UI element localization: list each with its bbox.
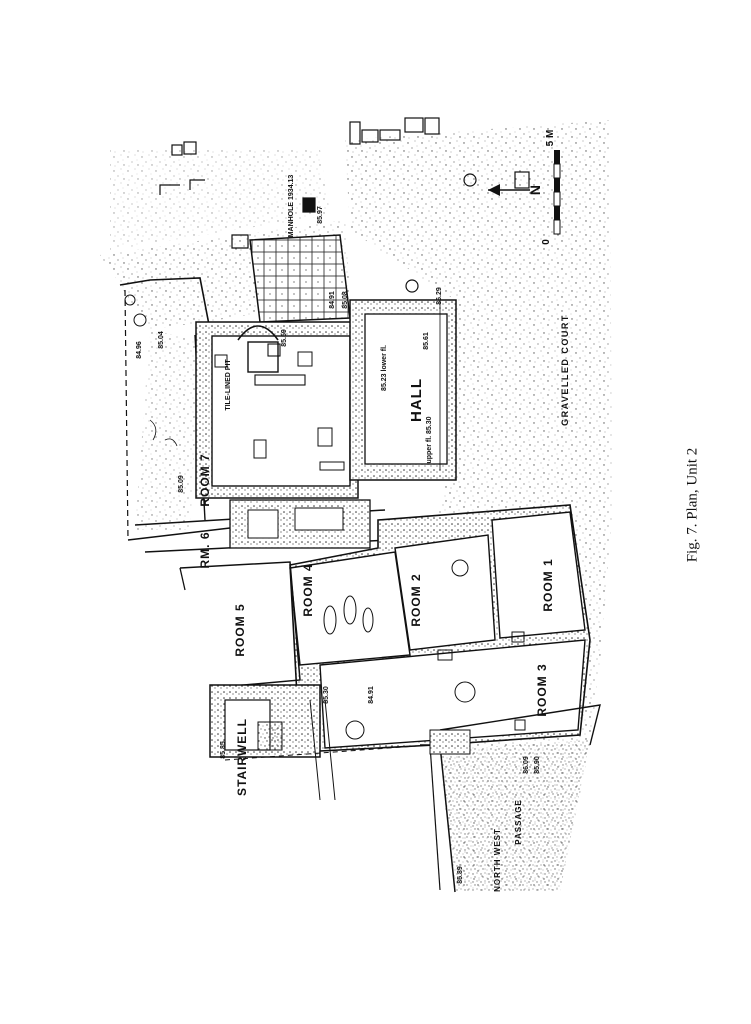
elevation-label: 84.91	[368, 686, 375, 704]
elevation-label: 85.04	[158, 331, 165, 349]
room-5-label: ROOM 5	[233, 603, 247, 656]
stairwell-outline	[209, 684, 431, 801]
scale-five-label: 5 M	[545, 130, 556, 147]
room-7-label: ROOM 7	[198, 453, 212, 506]
scale-zero-label: 0	[541, 239, 552, 245]
elevation-label: 84.96	[136, 341, 143, 359]
rm-6-label: RM. 6	[198, 531, 212, 568]
tile-lined-pit-label: TILE-LINED PIT	[225, 359, 232, 411]
rm6-passage	[134, 499, 391, 553]
upper-floor-label: upper fl. 85.30	[426, 416, 433, 463]
hall-outline	[349, 279, 457, 481]
room-4-label: ROOM 4	[301, 563, 315, 616]
elevation-label: 85.89	[457, 866, 464, 884]
manhole-label: MANHOLE 1934.13	[288, 175, 295, 238]
north-arrow-icon	[488, 184, 530, 196]
north-label: N	[527, 185, 543, 195]
elevation-label: 85.59	[281, 329, 288, 347]
room-5-outline	[179, 561, 301, 689]
elevation-label: 86.09	[523, 756, 530, 774]
room-3-label: ROOM 3	[535, 663, 549, 716]
elevation-label: 85.97	[317, 206, 324, 224]
elevation-label: 86.29	[436, 287, 443, 305]
stairwell-label: STAIRWELL	[235, 718, 249, 796]
elevation-label: 85.30	[323, 686, 330, 704]
ruin-fragments	[159, 117, 530, 249]
northwest-passage-label-1: NORTH WEST	[493, 828, 502, 892]
hall-label: HALL	[408, 378, 425, 422]
scale-bar	[553, 150, 561, 235]
gravelled-court-label: GRAVELLED COURT	[560, 314, 570, 426]
northwest-passage	[420, 704, 601, 893]
elevation-label: 85.09	[178, 475, 185, 493]
room-1-label: ROOM 1	[541, 558, 555, 611]
central-block	[195, 321, 359, 499]
elevation-label: 84.91	[329, 291, 336, 309]
elevation-label: 85.85	[220, 741, 227, 759]
elevation-label: 85.08	[342, 291, 349, 309]
northwest-passage-label-2: PASSAGE	[514, 799, 523, 845]
lower-floor-label: 85.23 lower fl.	[381, 345, 388, 391]
elevation-label: 85.90	[534, 756, 541, 774]
elevation-label: 85.61	[423, 332, 430, 350]
figure-caption: Fig. 7. Plan, Unit 2	[684, 447, 701, 563]
room-2-label: ROOM 2	[409, 573, 423, 626]
